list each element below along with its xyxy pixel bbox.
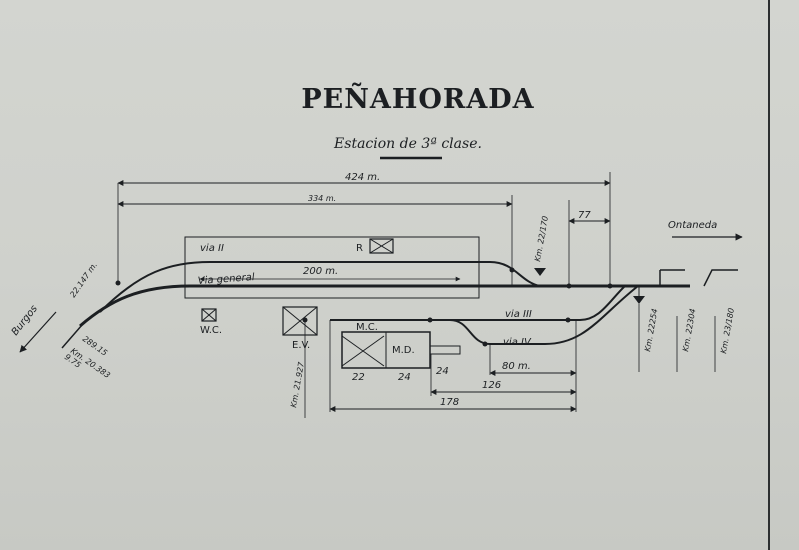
dimension-334: 334 m. bbox=[117, 194, 513, 207]
track-left-end bbox=[61, 324, 83, 349]
track-via-3 bbox=[330, 285, 626, 321]
platform-outline bbox=[184, 236, 480, 299]
building-label-md: M.D. bbox=[392, 345, 415, 356]
left-km-label-a: 22.147 m. bbox=[68, 261, 99, 300]
track-lines bbox=[61, 261, 738, 349]
dimension-77: 77 bbox=[568, 210, 611, 224]
station-subtitle: Estacion de 3ª clase. bbox=[333, 136, 482, 152]
km-22254-label: Km. 22254 bbox=[643, 308, 659, 352]
engine-shed bbox=[341, 331, 461, 369]
dim-77-label: 77 bbox=[578, 210, 591, 221]
direction-ontaneda: Ontaneda bbox=[668, 220, 743, 241]
buffer-stop-2 bbox=[703, 269, 738, 287]
track-label-via3: via III bbox=[505, 309, 532, 320]
direction-burgos: Burgos bbox=[10, 303, 57, 353]
track-label-via2: via II bbox=[200, 243, 224, 254]
dim-178-label: 178 bbox=[440, 397, 459, 408]
building-label-wc: W.C. bbox=[200, 325, 222, 336]
dim-424-label: 424 m. bbox=[345, 172, 380, 183]
dimension-126: 126 bbox=[430, 380, 577, 395]
track-via-2 bbox=[99, 261, 541, 313]
station-title: PEÑAHORADA bbox=[301, 82, 534, 115]
dim-22-label: 22 bbox=[352, 372, 365, 383]
dim-24b-label: 24 bbox=[436, 366, 449, 377]
signal-marker-1 bbox=[534, 268, 546, 276]
dim-200-label: 200 m. bbox=[303, 266, 338, 277]
building-r bbox=[369, 238, 394, 254]
building-wc bbox=[201, 308, 217, 322]
km-22304-label: Km. 22304 bbox=[681, 308, 697, 352]
dim-80-label: 80 m. bbox=[502, 361, 531, 372]
buffer-stop-1 bbox=[659, 269, 685, 286]
dim-126-label: 126 bbox=[482, 380, 501, 391]
building-label-r: R bbox=[356, 243, 363, 254]
dim-334-label: 334 m. bbox=[308, 194, 336, 203]
km-21927-label: Km. 21.927 bbox=[289, 360, 306, 408]
page-border bbox=[768, 0, 770, 550]
dimension-80: 80 m. bbox=[489, 361, 577, 376]
dimension-178: 178 bbox=[329, 397, 577, 412]
track-via-4 bbox=[400, 285, 639, 345]
signal-marker-2 bbox=[633, 296, 645, 304]
building-label-mc: M.C. bbox=[356, 322, 378, 333]
dim-24a-label: 24 bbox=[398, 372, 411, 383]
direction-label-burgos: Burgos bbox=[10, 303, 40, 337]
km-22170-label: Km. 22/170 bbox=[533, 215, 550, 262]
dimension-424: 424 m. bbox=[117, 172, 611, 186]
building-ev bbox=[282, 306, 318, 336]
track-label-via4: via IV bbox=[503, 337, 532, 348]
building-label-ev: E.V. bbox=[292, 340, 310, 351]
track-via-general bbox=[79, 284, 690, 328]
direction-label-ontaneda: Ontaneda bbox=[668, 220, 717, 231]
km-23180-label: Km. 23/180 bbox=[719, 307, 736, 354]
